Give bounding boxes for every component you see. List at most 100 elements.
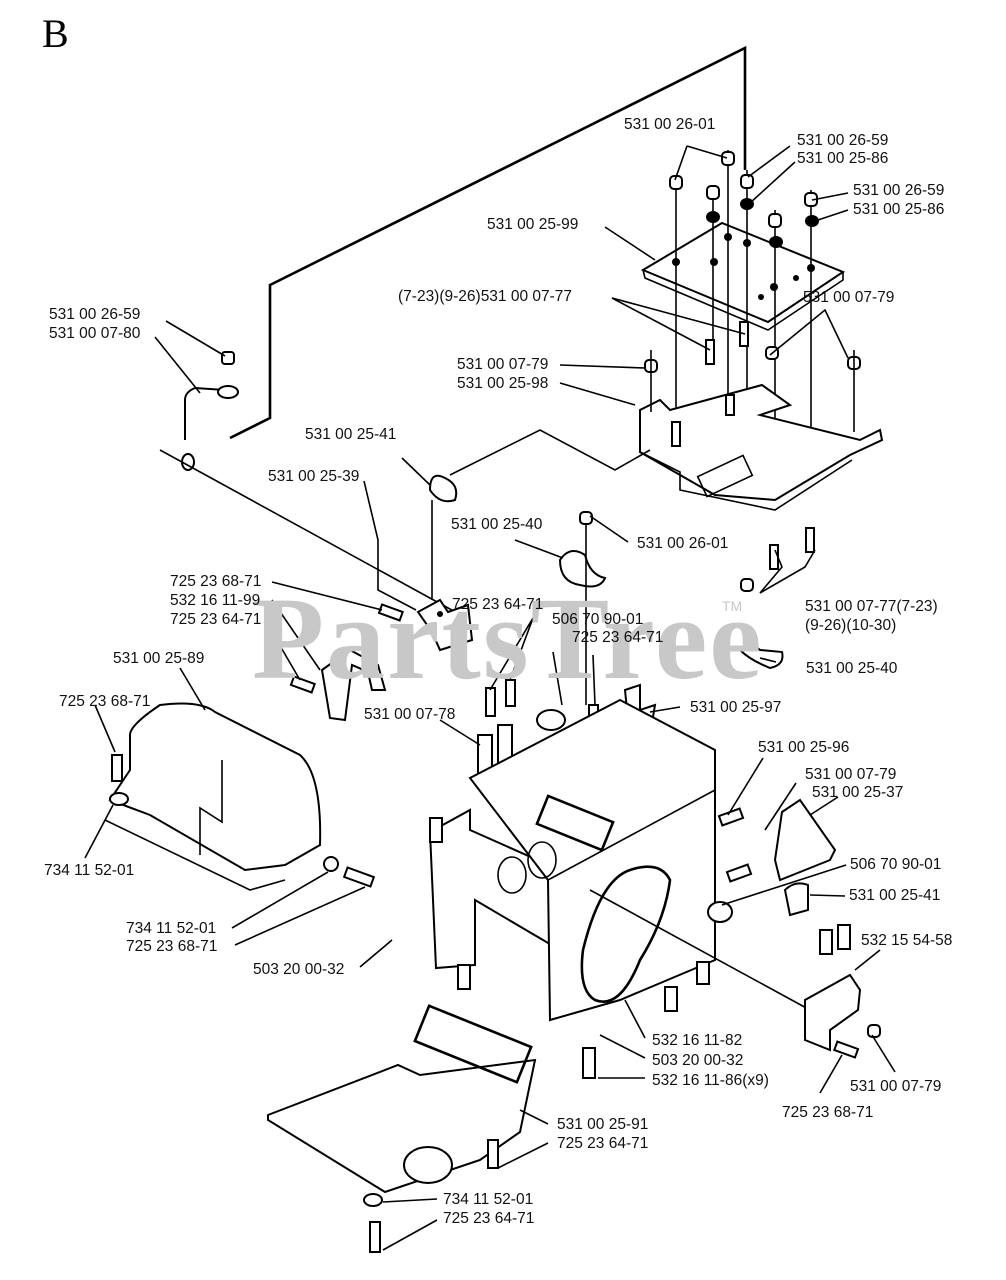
- main-frame-box: [468, 698, 716, 1022]
- part-callout[interactable]: 531 00 25-98: [457, 375, 549, 392]
- cover-step: [199, 760, 223, 855]
- part-callout[interactable]: 531 00 25-91: [557, 1116, 649, 1133]
- side-bolt-right: [725, 863, 753, 883]
- bottom-washer: [363, 1193, 383, 1207]
- part-callout[interactable]: 503 20 00-32: [652, 1052, 744, 1069]
- part-callout[interactable]: 531 00 25-40: [451, 516, 543, 533]
- part-callout[interactable]: 531 00 25-40: [806, 660, 898, 677]
- lever-bolt: [377, 603, 404, 622]
- part-callout[interactable]: 531 00 07-79: [805, 766, 897, 783]
- clip-right: [783, 882, 809, 917]
- part-callout[interactable]: 531 00 25-99: [487, 216, 579, 233]
- part-callout[interactable]: 531 00 25-89: [113, 650, 205, 667]
- trademark-symbol: TM: [722, 598, 743, 614]
- part-callout[interactable]: 531 00 25-39: [268, 468, 360, 485]
- part-callout[interactable]: 725 23 64-71: [557, 1135, 649, 1152]
- part-callout[interactable]: 532 16 11-99: [170, 592, 261, 609]
- bottom-window: [413, 1004, 533, 1084]
- part-callout[interactable]: 532 16 11-86(x9): [652, 1072, 769, 1089]
- lever-bracket: [416, 598, 474, 652]
- rod-axis-line: [159, 449, 471, 621]
- cover-plate-right: [773, 798, 837, 882]
- part-callout[interactable]: 506 70 90-01: [850, 856, 942, 873]
- part-callout[interactable]: 725 23 64-71: [443, 1210, 535, 1227]
- cam-part: [428, 474, 458, 503]
- part-callout[interactable]: (9-26)(10-30): [805, 617, 897, 634]
- top-plate-edge: [642, 269, 844, 331]
- bottom-plate: [267, 1058, 537, 1194]
- part-callout[interactable]: 531 00 26-01: [637, 535, 729, 552]
- leader-lines: [84, 145, 896, 1251]
- part-callout[interactable]: 531 00 07-79: [803, 289, 895, 306]
- top-nuts: [669, 151, 819, 248]
- part-callout[interactable]: 531 00 26-59: [797, 132, 889, 149]
- belt-cover: [108, 702, 322, 872]
- pivot-nut: [579, 511, 593, 525]
- watermark-logo: PartsTree: [252, 573, 764, 704]
- cover-base: [104, 819, 286, 891]
- mount-bracket: [639, 383, 884, 502]
- bottom-dome: [403, 1146, 453, 1184]
- connector-line: [229, 45, 747, 440]
- part-callout[interactable]: 531 00 25-97: [690, 699, 782, 716]
- part-callout[interactable]: 725 23 68-71: [170, 573, 262, 590]
- pivot-plate: [558, 550, 607, 588]
- part-callout[interactable]: 531 00 07-79: [457, 356, 549, 373]
- part-callout[interactable]: 531 00 25-41: [849, 887, 941, 904]
- cover-gasket: [580, 865, 672, 1003]
- part-callout[interactable]: 725 23 64-71: [170, 611, 262, 628]
- nut-right: [867, 1024, 881, 1038]
- part-callout[interactable]: 725 23 68-71: [782, 1104, 874, 1121]
- part-callout[interactable]: 531 00 07-77(7-23): [805, 598, 938, 615]
- part-callout[interactable]: 531 00 07-78: [364, 706, 456, 723]
- part-callout[interactable]: 531 00 26-59: [853, 182, 945, 199]
- frame-window: [535, 794, 615, 852]
- part-callout[interactable]: 531 00 25-86: [853, 201, 945, 218]
- part-callout[interactable]: 506 70 90-01: [552, 611, 644, 628]
- part-callout[interactable]: 531 00 07-79: [850, 1078, 942, 1095]
- part-callout[interactable]: 725 23 64-71: [572, 629, 664, 646]
- part-callout[interactable]: 532 15 54-58: [861, 932, 953, 949]
- part-callout[interactable]: 531 00 25-96: [758, 739, 850, 756]
- part-callout[interactable]: (7-23)(9-26)531 00 07-77: [398, 288, 573, 305]
- cap-plug: [536, 709, 566, 731]
- part-callout[interactable]: 531 00 25-41: [305, 426, 397, 443]
- part-callout[interactable]: 531 00 25-37: [812, 784, 904, 801]
- cam-link: [449, 429, 651, 476]
- part-callout[interactable]: 531 00 07-80: [49, 325, 141, 342]
- bottom-bolt: [487, 1139, 499, 1169]
- u-clips: [429, 817, 851, 1079]
- pivot-plate-right: [738, 644, 784, 670]
- part-callout[interactable]: 531 00 26-01: [624, 116, 716, 133]
- part-callout[interactable]: 725 23 64-71: [452, 596, 544, 613]
- part-callout[interactable]: 532 16 11-82: [652, 1032, 743, 1049]
- part-callout[interactable]: 531 00 26-59: [49, 306, 141, 323]
- side-washer: [323, 856, 339, 872]
- rod-washer: [217, 385, 239, 399]
- bottom-bolt-2: [369, 1221, 381, 1253]
- bolt-right: [833, 1040, 860, 1059]
- bracket-cutout: [696, 454, 754, 498]
- frame-hole: [497, 856, 527, 894]
- part-callout[interactable]: 725 23 68-71: [126, 938, 218, 955]
- top-plate: [640, 221, 846, 324]
- axis-line: [589, 889, 811, 1011]
- part-callout[interactable]: 734 11 52-01: [44, 862, 135, 879]
- part-callout[interactable]: 503 20 00-32: [253, 961, 345, 978]
- rod-nut: [221, 351, 235, 365]
- guide-bracket: [804, 973, 862, 1052]
- plug-right: [707, 901, 733, 923]
- cover-bolt: [111, 754, 123, 782]
- cover-washer: [109, 792, 129, 806]
- lever-hole: [437, 611, 443, 617]
- part-callout[interactable]: 725 23 68-71: [59, 693, 151, 710]
- section-letter: B: [42, 11, 69, 56]
- spring-clip: [320, 648, 387, 722]
- mount-bracket-edge: [639, 451, 853, 511]
- part-callout[interactable]: 531 00 25-86: [797, 150, 889, 167]
- side-bolt: [342, 866, 376, 888]
- part-callout[interactable]: 734 11 52-01: [443, 1191, 534, 1208]
- part-callout[interactable]: 734 11 52-01: [126, 920, 217, 937]
